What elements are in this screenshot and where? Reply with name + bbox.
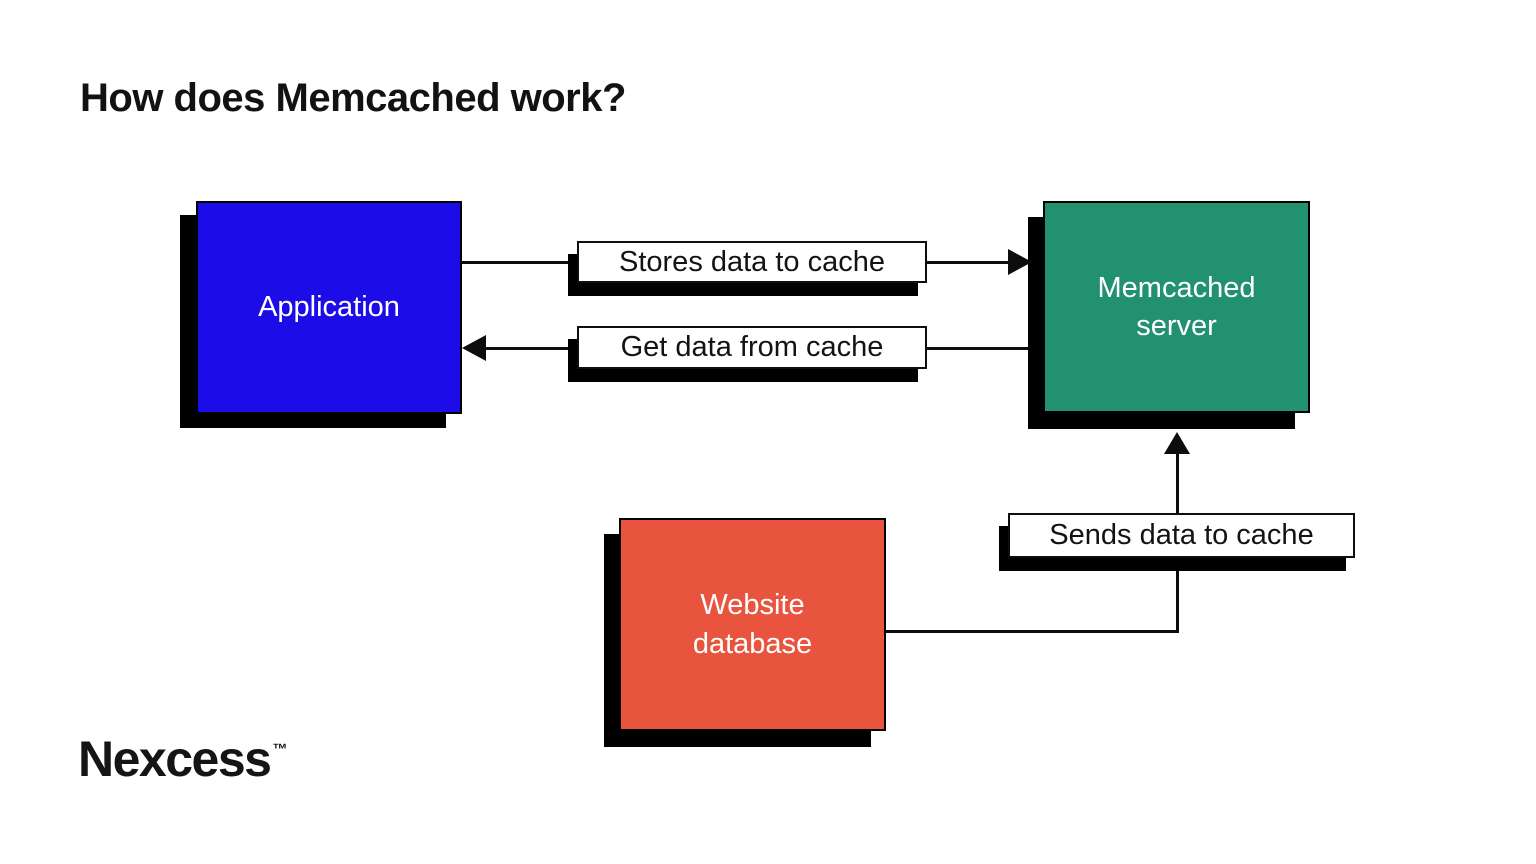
trademark-symbol: ™ [272, 741, 288, 759]
arrowhead-left-icon [462, 335, 486, 361]
edge-label-stores: Stores data to cache [577, 241, 927, 283]
node-website-database: Website database [619, 518, 886, 731]
nexcess-logo-text: Nexcess [78, 731, 272, 787]
edge-label-get: Get data from cache [577, 326, 927, 369]
node-memcached-server-label: Memcached server [1097, 271, 1256, 342]
arrowhead-right-icon [1008, 249, 1032, 275]
node-application-label: Application [258, 291, 400, 324]
node-application: Application [196, 201, 462, 414]
node-website-database-label: Website database [692, 589, 813, 660]
edge-label-sends: Sends data to cache [1008, 513, 1355, 558]
arrow-line-database-horizontal [886, 630, 1179, 633]
arrowhead-up-icon [1164, 432, 1190, 454]
node-memcached-server: Memcached server [1043, 201, 1310, 413]
edge-label-get-text: Get data from cache [620, 331, 884, 363]
edge-label-sends-text: Sends data to cache [1049, 519, 1314, 551]
page-title: How does Memcached work? [80, 76, 626, 120]
edge-label-stores-text: Stores data to cache [619, 245, 885, 278]
